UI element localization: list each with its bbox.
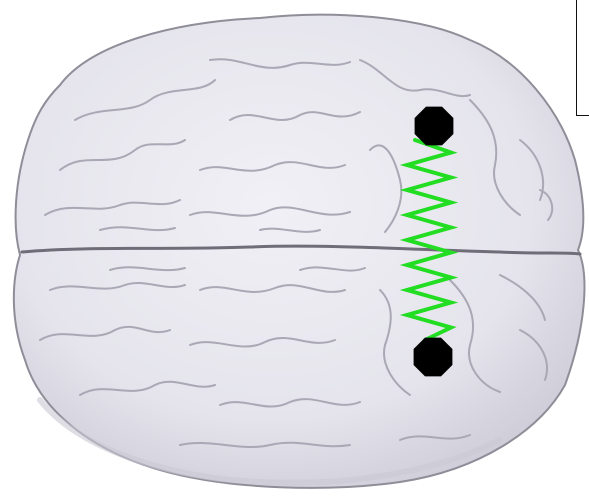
electrode-top bbox=[415, 107, 454, 146]
inset-frame bbox=[576, 0, 589, 116]
electrode-bottom bbox=[414, 338, 453, 377]
brain-top-view-icon bbox=[14, 15, 585, 488]
